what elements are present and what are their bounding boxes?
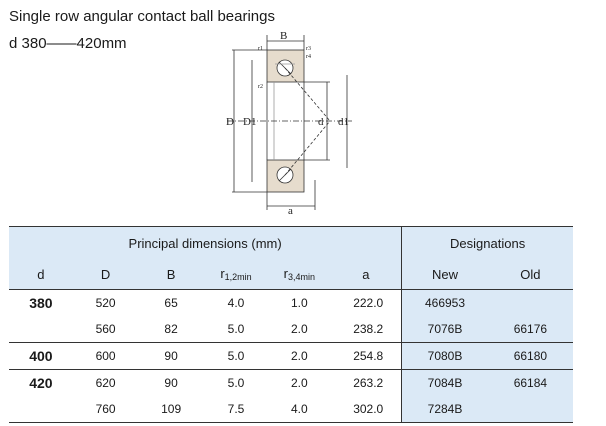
cell-r34: 1.0 [290,296,308,310]
bearing-dimensions-table: Principal dimensions (mm) Designations d… [9,226,573,423]
cell-r12: 5.0 [203,369,269,396]
cell-r12: 4.0 [227,296,245,310]
cell-r34: 2.0 [268,369,331,396]
table-row: 560 82 5.0 2.0 238.2 7076B 66176 [9,316,573,343]
cell-B: 109 [138,396,204,423]
col-header-B: B [138,259,204,290]
cell-D: 760 [72,396,139,423]
label-r2: r2 [258,84,263,90]
cell-old [487,396,573,423]
cell-r34: 2.0 [268,342,331,370]
label-a: a [288,205,293,215]
page-title: Single row angular contact ball bearings [9,8,275,25]
cell-r12: 5.0 [203,342,269,370]
cell-B: 82 [164,322,178,336]
cell-D: 520 [95,296,116,310]
principal-dimensions-header: Principal dimensions (mm) [9,226,402,259]
col-header-r34: r3,4min [268,259,331,290]
col-header-old: Old [487,259,573,290]
designations-header: Designations [401,226,573,259]
col-header-a: a [330,259,402,290]
cell-D: 620 [72,369,139,396]
table-row: 380 520 65 4.0 1.0 222.0 466953 [9,289,573,316]
cell-B: 65 [164,296,178,310]
label-D1: D1 [243,116,256,128]
label-d: d [318,116,324,128]
cell-d [9,396,73,423]
cell-old [487,289,573,316]
cell-old: 66180 [487,342,573,370]
size-range-subtitle: d 380——420mm [9,35,127,52]
col-header-d: d [9,259,73,290]
col-header-D: D [72,259,139,290]
cell-new: 7076B [401,316,488,343]
cell-B: 90 [138,369,204,396]
label-B: B [280,30,287,42]
cell-B: 90 [138,342,204,370]
cell-d: 400 [9,342,73,370]
cell-new: 7080B [401,342,488,370]
cell-a: 263.2 [330,369,402,396]
cell-D: 560 [95,322,116,336]
cell-d: 420 [9,369,73,396]
col-header-new: New [401,259,488,290]
cell-d: 380 [29,295,53,311]
label-r4: r4 [306,54,311,60]
cell-d [9,316,73,343]
table-column-header-row: d D B r1,2min r3,4min a New Old [9,259,573,290]
cell-r34: 2.0 [290,322,308,336]
cell-a: 254.8 [330,342,402,370]
col-header-r12: r1,2min [203,259,269,290]
cell-a: 302.0 [330,396,402,423]
table-row: 420 620 90 5.0 2.0 263.2 7084B 66184 [9,369,573,396]
cell-new: 7284B [401,396,488,423]
cell-old: 66176 [487,316,573,343]
cell-D: 600 [72,342,139,370]
table-row: 400 600 90 5.0 2.0 254.8 7080B 66180 [9,342,573,370]
cell-a: 238.2 [353,322,384,336]
cell-r12: 7.5 [203,396,269,423]
cell-new: 466953 [401,289,488,316]
cell-r34: 4.0 [268,396,331,423]
label-r1: r1 [258,46,263,52]
cell-new: 7084B [401,369,488,396]
cell-a: 222.0 [353,296,384,310]
cell-r12: 5.0 [227,322,245,336]
cell-old: 66184 [487,369,573,396]
bearing-cross-section-drawing: B a D D1 d d1 r1 r2 r3 r4 [226,30,352,215]
table-row: 760 109 7.5 4.0 302.0 7284B [9,396,573,423]
table-group-header-row: Principal dimensions (mm) Designations [9,226,573,259]
label-D: D [226,116,234,128]
label-r3: r3 [306,46,311,52]
label-d1: d1 [338,116,349,128]
